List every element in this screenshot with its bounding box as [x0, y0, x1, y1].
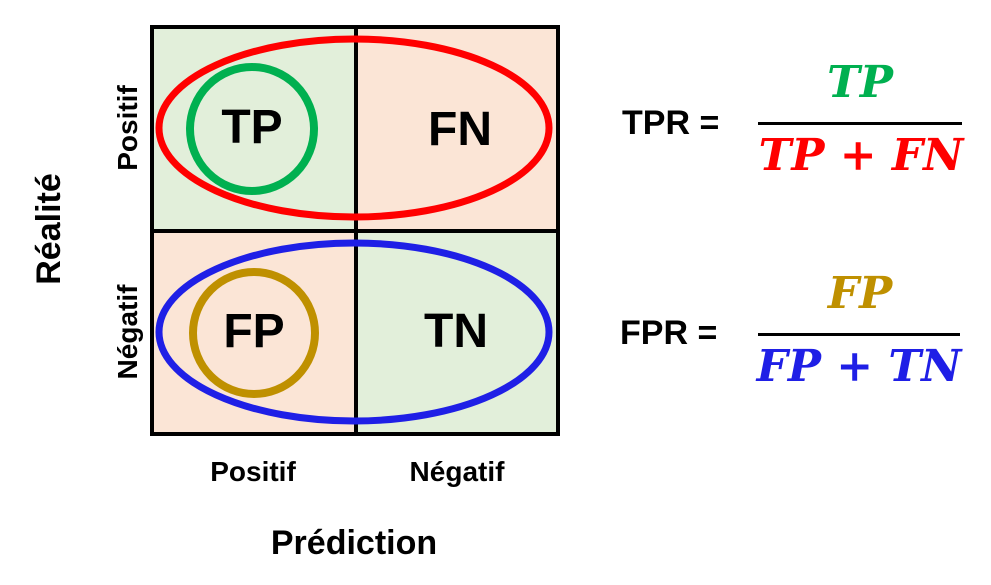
fpr-fraction-bar	[758, 333, 960, 336]
cell-fp-background	[152, 231, 356, 434]
negative-reality-ellipse	[155, 239, 553, 425]
row-negative-label: Négatif	[112, 284, 143, 380]
positive-reality-ellipse	[155, 35, 553, 221]
row-positive-label: Positif	[112, 85, 143, 171]
col-axis-title: Prédiction	[270, 524, 438, 562]
col-negative-label: Négatif	[409, 456, 505, 487]
fpr-numerator: FP	[827, 268, 893, 319]
fpr-label: FPR =	[620, 314, 718, 352]
tpr-numerator: TP	[827, 57, 893, 108]
fp-circle	[189, 268, 319, 398]
cell-tp-label: TP	[221, 101, 283, 154]
cell-fp-label: FP	[223, 305, 285, 358]
cell-fn-label: FN	[428, 103, 492, 156]
tpr-fraction-bar	[758, 122, 962, 125]
cell-tn-label: TN	[424, 305, 488, 358]
cell-tn-background	[356, 231, 558, 434]
tp-circle	[186, 63, 318, 195]
cell-fn-background	[356, 27, 558, 231]
col-positive-label: Positif	[210, 456, 296, 487]
fpr-denominator: FP + TN	[756, 341, 962, 392]
tpr-denominator: TP + FN	[758, 130, 964, 181]
row-axis-title: Réalité	[30, 173, 68, 285]
tpr-label: TPR =	[622, 104, 720, 142]
